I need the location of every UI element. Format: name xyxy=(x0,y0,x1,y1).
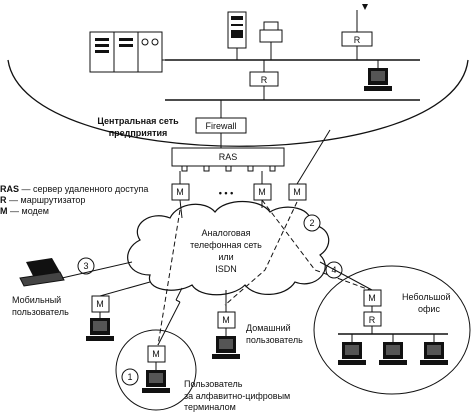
router-middle-label: R xyxy=(261,75,268,85)
mobile-user-label-1: Мобильный xyxy=(12,295,61,305)
legend-ras: RAS — сервер удаленного доступа xyxy=(0,184,148,194)
office-router-label: R xyxy=(369,315,376,325)
central-network-label-2: предприятия xyxy=(109,128,168,138)
left-user-modem-label: M xyxy=(96,299,104,309)
cloud-label-4: ISDN xyxy=(215,264,237,274)
dashed-link-1 xyxy=(157,209,181,346)
dashed-link-2 xyxy=(224,201,298,306)
telephone-network-cloud xyxy=(127,201,330,296)
terminal-icon xyxy=(142,370,170,393)
router-top-right: R xyxy=(341,31,373,47)
ellipsis: • • • xyxy=(219,188,233,198)
mobile-user-label-2: пользователь xyxy=(12,307,69,317)
office-pc-2-icon xyxy=(379,334,407,365)
small-office-label-1: Небольшой xyxy=(402,292,451,302)
printer-icon xyxy=(259,21,283,43)
terminal-modem: M xyxy=(147,345,166,363)
left-user-modem: M xyxy=(91,295,110,313)
ras-modem-right: M xyxy=(253,183,272,201)
home-user-pc-icon xyxy=(212,336,240,359)
terminal-modem-label: M xyxy=(152,349,160,359)
home-user-modem-label: M xyxy=(222,315,230,325)
network-modem-right: M xyxy=(288,183,307,201)
badge-2: 2 xyxy=(303,214,321,232)
home-user-label-1: Домашний xyxy=(246,323,291,333)
pc-lan-icon xyxy=(364,60,392,91)
left-user-pc-icon xyxy=(86,318,114,341)
central-network-label-1: Центральная сеть xyxy=(97,116,179,126)
firewall-box: Firewall xyxy=(195,117,247,134)
cloud-label-3: или xyxy=(218,252,233,262)
small-office-label-2: офис xyxy=(418,304,440,314)
ras-modem-right-label: M xyxy=(258,187,266,197)
svg-text:3: 3 xyxy=(83,261,88,271)
office-modem: M xyxy=(363,289,382,307)
firewall-label: Firewall xyxy=(205,121,236,131)
terminal-user-boundary xyxy=(115,329,197,411)
ras-server: RAS xyxy=(171,147,285,172)
server-rack-icon xyxy=(89,31,163,73)
badge-1: 1 xyxy=(121,368,139,386)
ras-label: RAS xyxy=(219,152,238,162)
dashed-link-3 xyxy=(261,199,371,291)
router-top-right-label: R xyxy=(354,35,361,45)
office-router: R xyxy=(363,311,382,327)
terminal-user-label-3: терминалом xyxy=(184,402,236,412)
office-pc-3-icon xyxy=(420,334,448,365)
workstation-tower-icon xyxy=(227,11,247,49)
network-modem-right-label: M xyxy=(293,187,301,197)
cloud-label-1: Аналоговая xyxy=(202,228,251,238)
legend-router: R — маршрутизатор xyxy=(0,195,85,205)
home-user-label-2: пользователь xyxy=(246,335,303,345)
router-middle: R xyxy=(249,71,279,87)
cloud-label-2: телефонная сеть xyxy=(190,240,262,250)
legend-modem: M — модем xyxy=(0,206,49,216)
legend: RAS — сервер удаленного доступа R — марш… xyxy=(0,184,148,216)
small-office-boundary xyxy=(313,265,471,395)
ras-modem-left-label: M xyxy=(176,187,184,197)
office-modem-label: M xyxy=(368,293,376,303)
svg-text:2: 2 xyxy=(309,218,314,228)
central-network-boundary xyxy=(7,59,469,147)
terminal-user-label-2: за алфавитно-цифровым xyxy=(184,391,290,401)
terminal-user-label-1: Пользователь xyxy=(184,379,243,389)
antenna-icon xyxy=(356,4,368,32)
office-pc-1-icon xyxy=(338,334,366,365)
ras-modem-left: M xyxy=(171,183,190,201)
home-user-modem: M xyxy=(217,311,236,329)
badge-3: 3 xyxy=(77,257,95,275)
laptop-icon xyxy=(19,258,65,287)
svg-text:1: 1 xyxy=(127,372,132,382)
